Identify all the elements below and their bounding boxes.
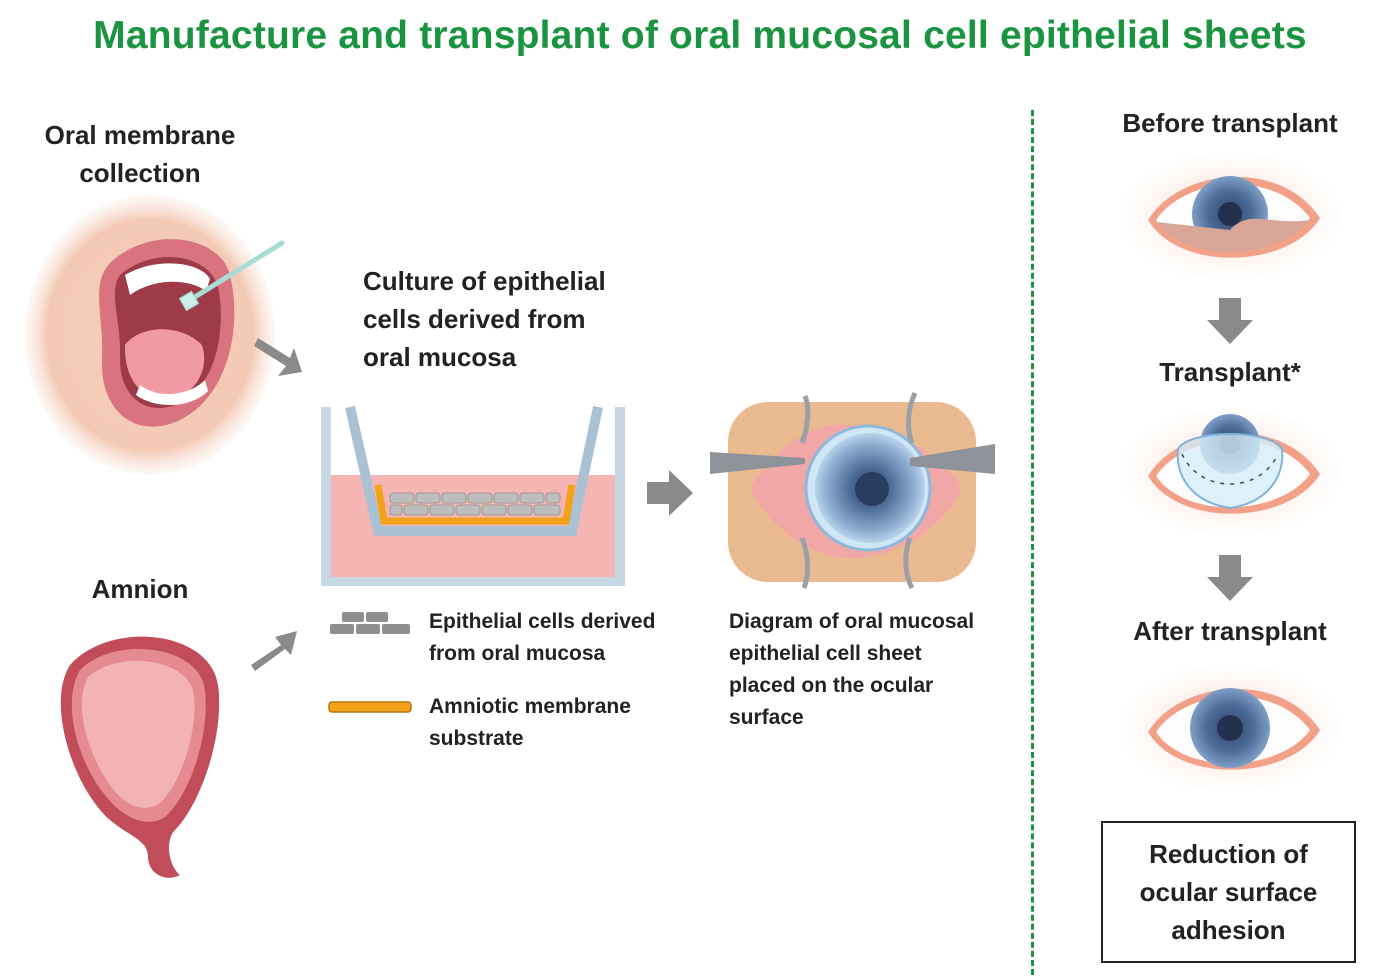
arrow-icon [251,631,297,671]
surgical-eye-illustration [710,391,995,590]
oral-membrane-label: Oral membrane collection [44,120,236,188]
surgery-caption: Diagram of oral mucosal epithelial cell … [729,610,975,729]
arrow-down-icon [1207,298,1253,344]
amnion-illustration [60,636,220,878]
eye-transplant-illustration [1120,408,1340,536]
result-box: Reduction of ocular surface adhesion [1101,821,1356,963]
arrow-icon [254,338,302,376]
legend-cells-text: Epithelial cells derived from oral mucos… [429,610,656,665]
arrow-down-icon [1207,555,1253,601]
culture-well-illustration [321,405,625,586]
amnion-label: Amnion [91,574,189,604]
before-transplant-label: Before transplant [1122,108,1338,138]
amniotic-strip-icon [328,701,412,713]
legend-amnion-text: Amniotic membrane substrate [429,695,631,750]
culture-title: Culture of epithelial cells derived from… [363,266,606,372]
section-divider [1031,110,1034,975]
transplant-label: Transplant* [1159,357,1301,387]
open-mouth-illustration [25,195,285,475]
eye-after-illustration [1120,664,1340,792]
arrow-icon [647,470,693,516]
page-title: Manufacture and transplant of oral mucos… [93,14,1307,57]
cell-layer-icon [330,612,410,634]
after-transplant-label: After transplant [1133,616,1327,646]
eye-before-illustration [1120,152,1340,280]
result-text: Reduction of ocular surface adhesion [1139,839,1318,945]
